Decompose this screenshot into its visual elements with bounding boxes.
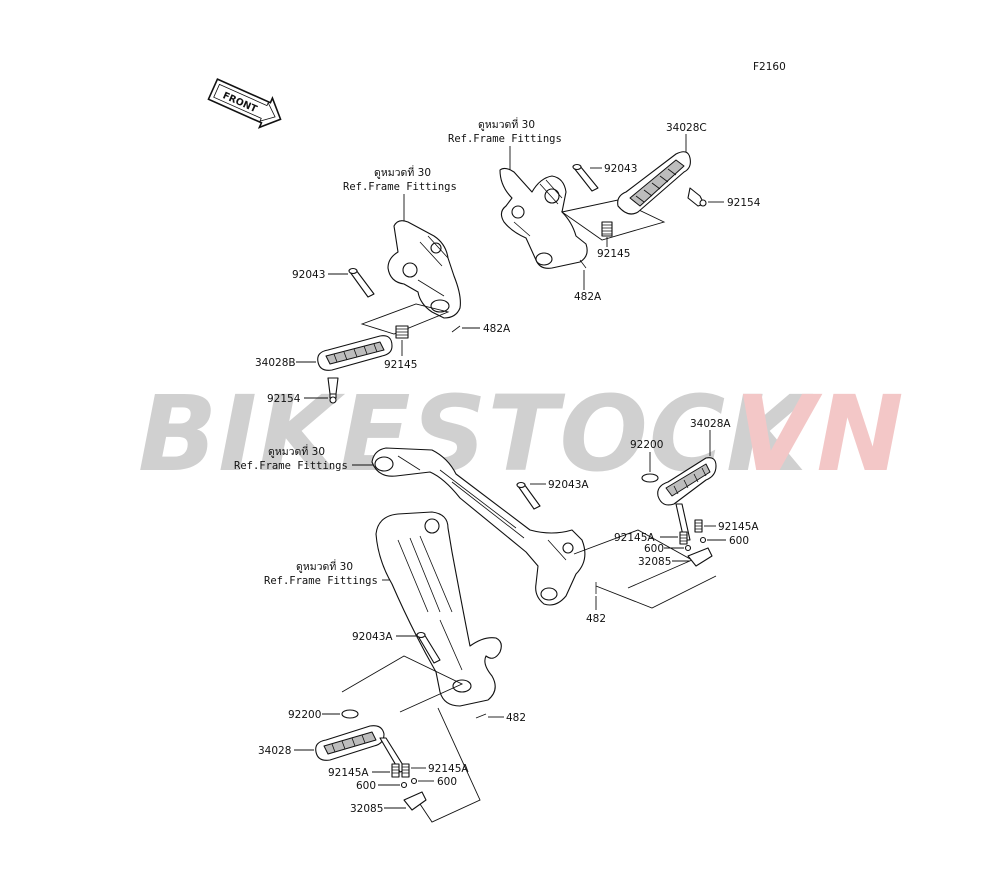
ball-600-right-b bbox=[699, 536, 707, 544]
label-34028B: 34028B bbox=[255, 357, 296, 369]
lower-left-assembly: ดูหมวดที่ 30 Ref.Frame Fittings 92043A 4… bbox=[258, 511, 526, 823]
plate-32085-left bbox=[403, 791, 427, 811]
upper-left-assembly: ดูหมวดที่ 30 Ref.Frame Fittings 92043 48… bbox=[255, 165, 511, 405]
ref-frame-fittings-lower-left: Ref.Frame Fittings bbox=[264, 575, 378, 587]
ref-frame-fittings-upper-right: Ref.Frame Fittings bbox=[448, 133, 562, 145]
washer-92200-right bbox=[641, 473, 659, 483]
label-92043A-right: 92043A bbox=[548, 479, 589, 491]
label-600-right-1: 600 bbox=[644, 543, 664, 555]
bolt-92154-upper-left bbox=[327, 377, 339, 404]
label-92145-upper-left: 92145 bbox=[384, 359, 417, 371]
ref-frame-fittings-lower-right: Ref.Frame Fittings bbox=[234, 460, 348, 472]
spring-92145-upper-left bbox=[395, 325, 409, 339]
label-92154-upper-left: 92154 bbox=[267, 393, 301, 405]
footpeg-34028B bbox=[317, 335, 393, 371]
spring-92145-upper-right bbox=[601, 221, 613, 237]
watermark: BIKESTOCK VN bbox=[138, 373, 905, 495]
ball-600-left-b bbox=[410, 777, 418, 785]
spring-92145A-left-a bbox=[391, 763, 400, 778]
label-34028: 34028 bbox=[258, 745, 291, 757]
spring-92145A-right-b bbox=[694, 519, 703, 533]
pin-92043-upper-left bbox=[348, 267, 375, 298]
watermark-text-accent: VN bbox=[735, 373, 905, 495]
label-600-left-2: 600 bbox=[437, 776, 457, 788]
pin-92043-upper-right bbox=[572, 163, 599, 192]
clip-482A-upper-left bbox=[451, 325, 461, 333]
label-34028C: 34028C bbox=[666, 122, 707, 134]
clip-482A-upper-right bbox=[579, 259, 587, 269]
bolt-92154-upper-right bbox=[687, 187, 707, 207]
plate-32085-right bbox=[687, 547, 713, 567]
footpeg-34028C bbox=[617, 151, 691, 215]
label-92145A-left-2: 92145A bbox=[428, 763, 469, 775]
label-92200-right: 92200 bbox=[630, 439, 663, 451]
washer-92200-left bbox=[341, 709, 359, 719]
ref-thai-upper-left: ดูหมวดที่ 30 bbox=[374, 165, 431, 179]
label-482A-upper-right: 482A bbox=[574, 291, 602, 303]
front-arrow-icon: FRONT bbox=[207, 78, 282, 129]
step-bracket-upper-left bbox=[387, 220, 461, 319]
ref-thai-lower-right: ดูหมวดที่ 30 bbox=[268, 444, 325, 458]
ref-frame-fittings-upper-left: Ref.Frame Fittings bbox=[343, 181, 457, 193]
label-92145-upper-right: 92145 bbox=[597, 248, 630, 260]
ball-600-right-a bbox=[684, 544, 692, 552]
clip-482-left bbox=[475, 713, 487, 719]
label-600-left-1: 600 bbox=[356, 780, 376, 792]
upper-right-assembly: ดูหมวดที่ 30 Ref.Frame Fittings 92043 34… bbox=[448, 117, 761, 303]
label-92145A-right-1: 92145A bbox=[614, 532, 655, 544]
spring-92145A-right-a bbox=[679, 531, 688, 545]
ball-600-left-a bbox=[400, 781, 408, 789]
ref-thai-lower-left: ดูหมวดที่ 30 bbox=[296, 559, 353, 573]
label-482-right: 482 bbox=[586, 613, 606, 625]
label-482-left: 482 bbox=[506, 712, 526, 724]
lower-right-assembly: ดูหมวดที่ 30 Ref.Frame Fittings 92043A 4… bbox=[234, 418, 759, 625]
footpeg-34028A bbox=[657, 457, 717, 541]
footpeg-34028 bbox=[315, 725, 407, 773]
label-32085-left: 32085 bbox=[350, 803, 383, 815]
label-92043-upper-left: 92043 bbox=[292, 269, 325, 281]
watermark-text-main: BIKESTOCK bbox=[138, 373, 814, 495]
diagram-code: F2160 bbox=[753, 61, 786, 73]
step-bracket-upper-right bbox=[499, 167, 588, 269]
label-482A-upper-left: 482A bbox=[483, 323, 511, 335]
pin-92043A-right bbox=[516, 481, 541, 510]
label-34028A: 34028A bbox=[690, 418, 731, 430]
label-92043-upper-right: 92043 bbox=[604, 163, 637, 175]
spring-92145A-left-b bbox=[401, 763, 410, 778]
label-32085-right: 32085 bbox=[638, 556, 671, 568]
label-600-right-2: 600 bbox=[729, 535, 749, 547]
pin-92043A-left bbox=[416, 631, 441, 664]
label-92043A-left: 92043A bbox=[352, 631, 393, 643]
label-92145A-left-1: 92145A bbox=[328, 767, 369, 779]
ref-thai-upper-right: ดูหมวดที่ 30 bbox=[478, 117, 535, 131]
label-92154-upper-right: 92154 bbox=[727, 197, 761, 209]
label-92145A-right-2: 92145A bbox=[718, 521, 759, 533]
label-92200-left: 92200 bbox=[288, 709, 321, 721]
